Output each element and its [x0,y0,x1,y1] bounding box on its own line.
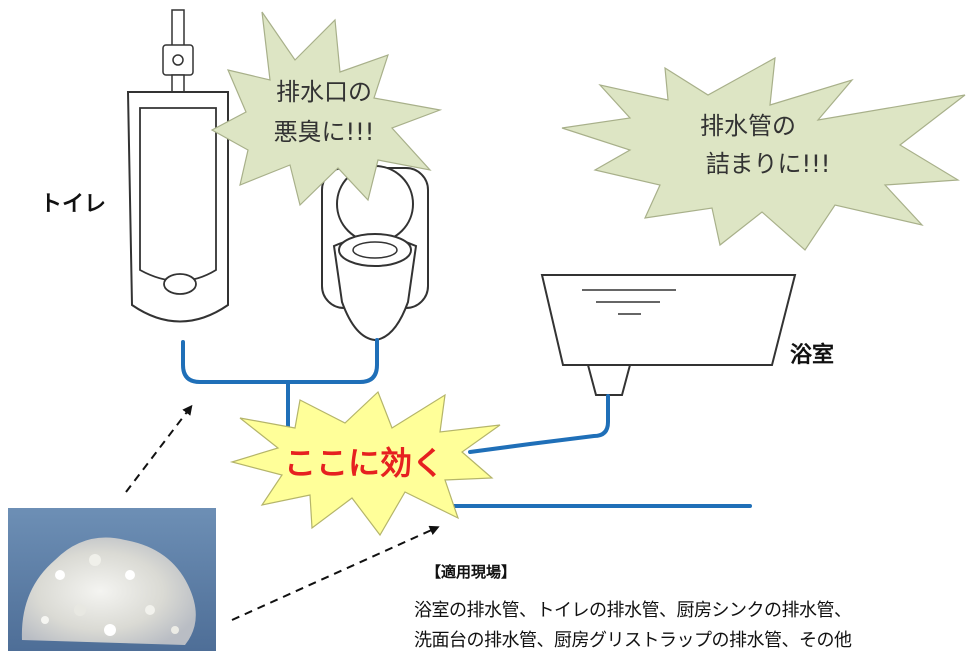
odor-burst [210,11,443,207]
odor-burst-line2: 悪臭に!!! [274,118,375,146]
odor-burst-line1: 排水口の [276,78,372,106]
application-line-1: 浴室の排水管、トイレの排水管、厨房シンクの排水管、 [414,600,852,621]
bathtub [540,274,797,396]
product-photo [8,508,216,651]
clog-burst-line2: 詰まりに!!! [706,150,831,178]
urinal [126,9,229,323]
bathroom-label: 浴室 [790,342,834,368]
toilet-label: トイレ [40,192,106,217]
toilet-bowl [321,165,429,342]
application-title: 【適用現場】 [426,563,517,581]
effect-label: ここに効く [284,444,444,482]
clog-burst [561,56,966,251]
application-line-2: 洗面台の排水管、厨房グリストラップの排水管、その他 [414,630,852,651]
clog-burst-line1: 排水管の [700,112,796,140]
arrow-to-toilet-pipe [125,404,193,493]
arrow-to-main-pipe [231,525,440,621]
effect-burst [229,390,501,537]
